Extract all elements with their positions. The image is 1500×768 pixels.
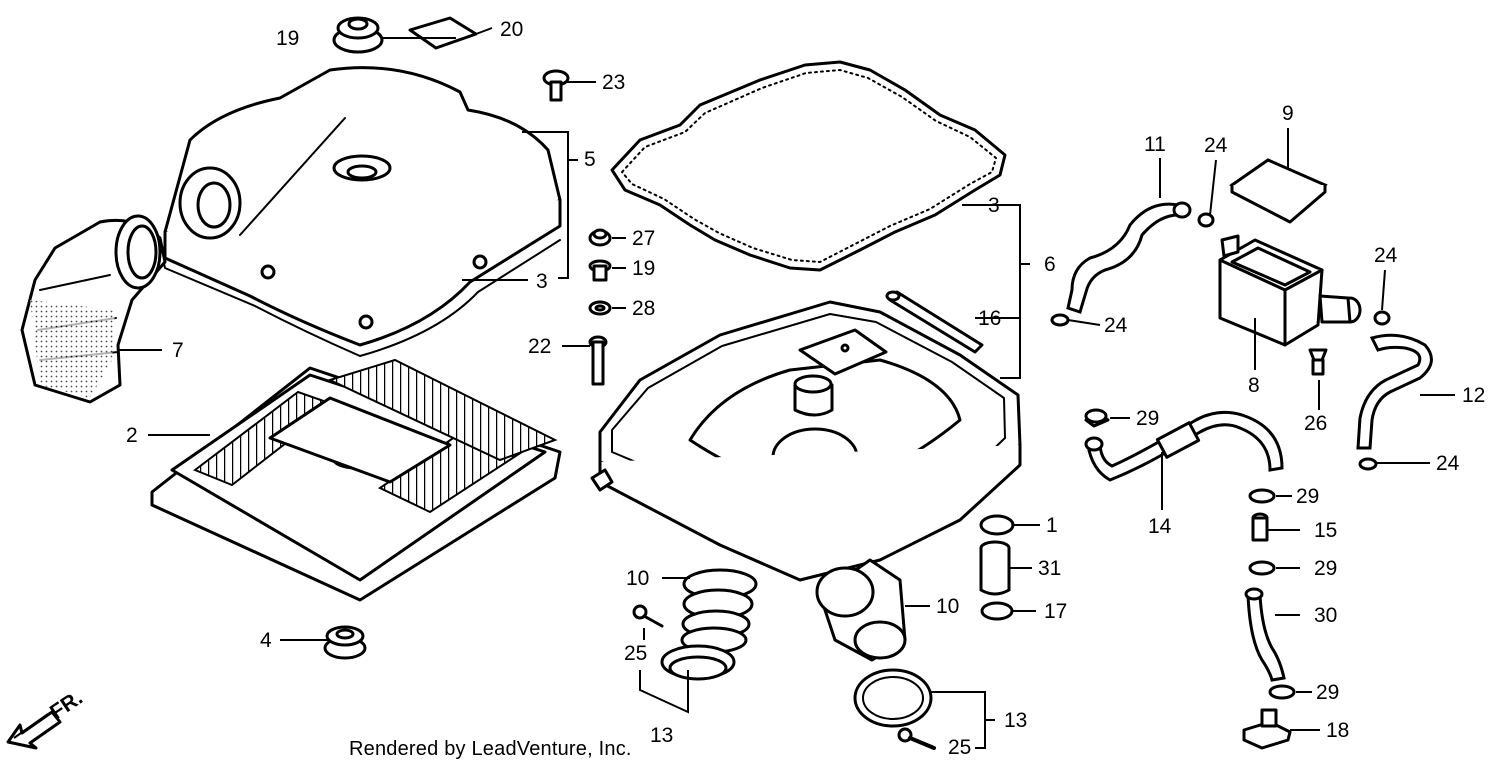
callout-25-right: 25	[948, 736, 971, 759]
intake-boot-part-10-right	[815, 558, 907, 662]
callout-29-c: 29	[1314, 557, 1337, 580]
callout-26: 26	[1304, 412, 1327, 435]
callout-29-b: 29	[1296, 485, 1319, 508]
hose-part-14	[1084, 410, 1284, 482]
front-direction-arrow: FR.	[6, 686, 87, 750]
screw-part-25-right	[897, 727, 936, 750]
gasket-part-3-upper	[159, 239, 561, 357]
drain-tube-part-31	[979, 540, 1011, 596]
callout-28: 28	[632, 297, 655, 320]
clip-part-24-d	[1358, 457, 1378, 471]
callout-29-a: 29	[1136, 407, 1159, 430]
leader-lines	[118, 27, 1455, 749]
callout-14: 14	[1148, 515, 1172, 538]
clamp-part-29-b	[1248, 488, 1276, 504]
callout-9: 9	[1282, 102, 1294, 125]
callout-24-a: 24	[1204, 134, 1228, 157]
callout-31: 31	[1038, 557, 1061, 580]
gasket-part-3	[610, 60, 1007, 272]
callout-1: 1	[1046, 514, 1058, 537]
cap-part-18	[1242, 708, 1292, 750]
grommet-part-4	[323, 625, 367, 660]
clip-part-24-b	[1050, 313, 1070, 327]
clamp-part-29-c	[1248, 560, 1276, 576]
callout-11: 11	[1144, 133, 1166, 156]
callout-17: 17	[1044, 600, 1067, 623]
callout-16: 16	[978, 307, 1001, 330]
clamp-part-13-right	[853, 668, 933, 728]
clip-part-17	[980, 601, 1014, 621]
clamp-part-29-d	[1268, 684, 1296, 700]
callout-5: 5	[584, 148, 596, 171]
plug-part-15	[1251, 512, 1269, 542]
callout-24-d: 24	[1436, 452, 1460, 475]
callout-25-left: 25	[624, 642, 647, 665]
callout-10-right: 10	[936, 595, 959, 618]
band-stack-part-10-left	[660, 568, 758, 681]
callout-6: 6	[1044, 253, 1056, 276]
bolt-part-23	[542, 69, 570, 102]
label-plate-part-21	[408, 16, 478, 50]
callout-20: 19	[276, 27, 299, 50]
hose-part-12	[1356, 333, 1433, 450]
callout-4: 4	[260, 629, 272, 652]
filter-pad-part-9	[1229, 158, 1328, 224]
callout-18: 18	[1326, 719, 1349, 742]
callout-24-c: 24	[1374, 244, 1398, 267]
clamp-part-29-a	[1084, 408, 1110, 428]
callout-24-b: 24	[1104, 314, 1128, 337]
callout-8: 8	[1248, 374, 1260, 397]
callout-19: 19	[632, 257, 655, 280]
callout-12: 12	[1462, 384, 1485, 407]
callout-10-left: 10	[626, 567, 649, 590]
callout-15: 15	[1314, 519, 1337, 542]
intake-duct-part-7	[20, 214, 167, 404]
callout-13-left: 13	[650, 724, 673, 747]
screw-part-25-left	[632, 604, 664, 628]
render-credit: Rendered by LeadVenture, Inc.	[349, 738, 632, 760]
o-ring-part-1	[979, 514, 1015, 536]
callout-22: 22	[528, 335, 551, 358]
clip-part-24-c	[1373, 310, 1391, 326]
callout-27: 27	[632, 227, 655, 250]
hose-part-11	[1066, 201, 1192, 314]
callout-2: 2	[126, 424, 138, 447]
callout-21: 20	[500, 18, 523, 41]
breather-box-part-8	[1218, 234, 1362, 347]
tube-part-16	[885, 290, 984, 354]
washer-part-28	[588, 300, 612, 316]
air-cleaner-case-part-6	[590, 300, 1022, 582]
callout-3: 3	[988, 194, 1000, 217]
air-filter-element-part-2	[150, 358, 562, 602]
stud-part-22	[588, 335, 608, 386]
callout-29-d: 29	[1316, 681, 1339, 704]
callout-13-right: 13	[1004, 709, 1027, 732]
callout-30: 30	[1314, 604, 1337, 627]
collar-part-19	[588, 259, 612, 282]
clip-part-24-a	[1197, 212, 1215, 228]
callout-labels: 19 20 23 5 3 7 2 4 27 19 28 22 3 6 16 11…	[126, 18, 1485, 759]
air-cleaner-cover-part-5	[163, 66, 562, 347]
callout-3-upper: 3	[536, 270, 548, 293]
callout-7: 7	[172, 339, 184, 362]
screw-part-26	[1308, 348, 1328, 376]
drain-hose-part-30	[1244, 587, 1286, 682]
grommet-part-20	[332, 16, 384, 54]
nut-part-27	[588, 228, 612, 247]
callout-23: 23	[602, 71, 625, 94]
